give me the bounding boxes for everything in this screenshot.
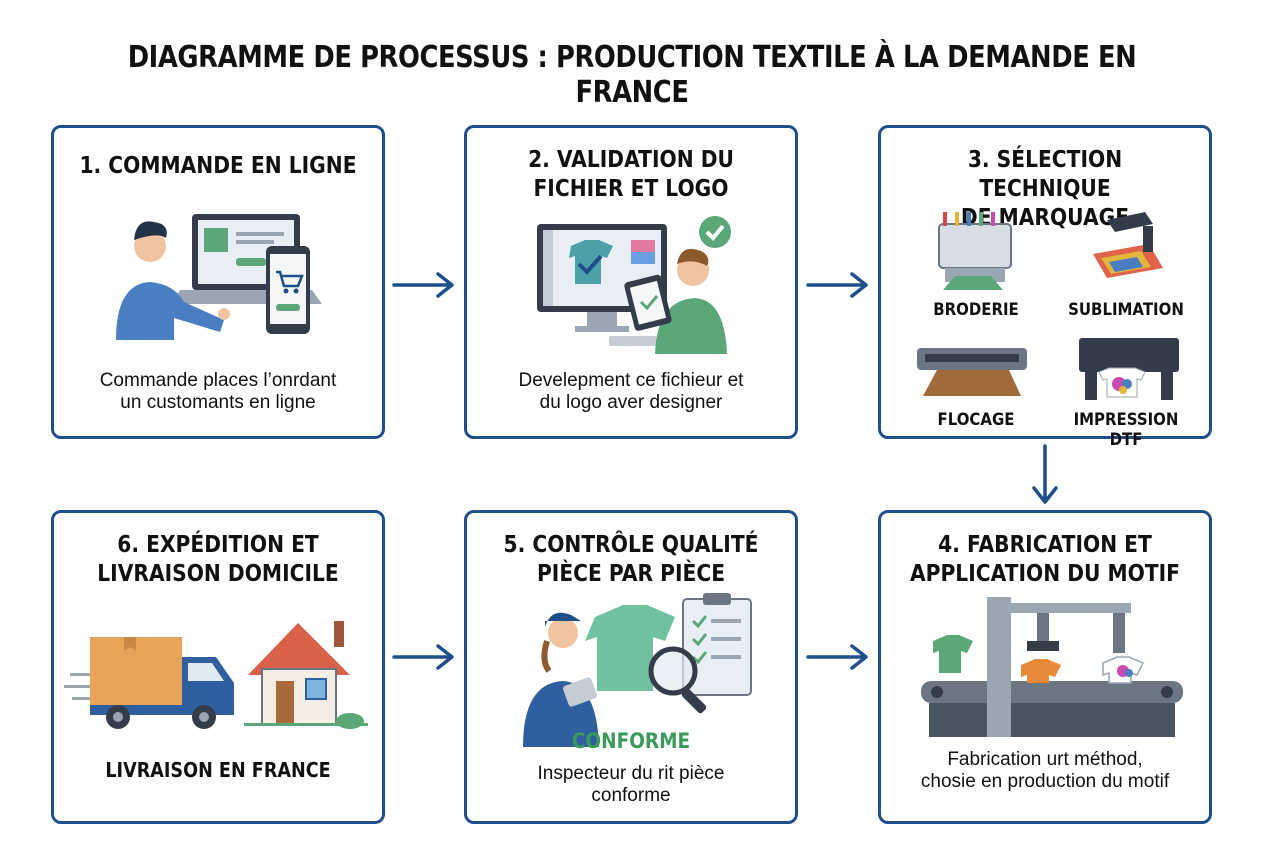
step-5-card: 5. CONTRÔLE QUALITÉ PIÈCE PAR PIÈCE CONF… <box>464 510 798 824</box>
step-2-title: 2. VALIDATION DU FICHIER ET LOGO <box>528 147 734 202</box>
step-6-description: LIVRAISON EN FRANCE <box>105 758 331 782</box>
step-1-title: 1. COMMANDE EN LIGNE <box>79 153 357 179</box>
delivery-truck-icon <box>64 621 368 729</box>
step-3-title: 3. SÉLECTION TECHNIQUE DE MARQUAGE <box>960 147 1130 231</box>
arrow-step-6-to-5 <box>392 644 454 670</box>
marking-techniques-icon <box>917 212 1179 400</box>
technique-sublimation: SUBLIMATION <box>1068 300 1184 320</box>
quality-inspection-icon <box>523 593 752 747</box>
step-3-card: 3. SÉLECTION TECHNIQUE DE MARQUAGE BRODE… <box>878 125 1212 450</box>
step-6-card: 6. EXPÉDITION ET LIVRAISON DOMICILE LIVR… <box>51 510 385 824</box>
technique-flocage: FLOCAGE <box>937 410 1015 430</box>
step-5-description: Inspecteur du rit pièce conforme <box>537 763 725 806</box>
step-4-card: 4. FABRICATION ET APPLICATION DU MOTIF F… <box>878 510 1212 824</box>
online-order-icon <box>116 214 322 340</box>
file-validation-icon <box>537 216 731 354</box>
arrow-step-1-to-2 <box>392 272 454 298</box>
step-1-card: 1. COMMANDE EN LIGNE Commande places l’o… <box>51 125 385 439</box>
arrow-step-2-to-3 <box>806 272 868 298</box>
step-4-title: 4. FABRICATION ET APPLICATION DU MOTIF <box>909 532 1181 587</box>
step-2-description: Develepment ce fichieur et du logo aver … <box>518 370 744 413</box>
step-6-title: 6. EXPÉDITION ET LIVRAISON DOMICILE <box>97 532 339 587</box>
arrow-step-3-to-4 <box>1032 444 1058 504</box>
step-2-card: 2. VALIDATION DU FICHIER ET LOGO Develep… <box>464 125 798 439</box>
step-4-description: Fabrication urt méthod, chosie en produc… <box>920 749 1170 792</box>
conforme-badge: CONFORME <box>571 729 691 753</box>
page-title: DIAGRAMME DE PROCESSUS : PRODUCTION TEXT… <box>127 40 1137 110</box>
technique-impression-dtf: IMPRESSION DTF <box>1073 410 1179 450</box>
step-5-title: 5. CONTRÔLE QUALITÉ PIÈCE PAR PIÈCE <box>503 532 759 587</box>
arrow-step-5-to-4 <box>806 644 868 670</box>
production-line-icon <box>921 597 1183 737</box>
technique-broderie: BRODERIE <box>933 300 1019 320</box>
step-1-description: Commande places l’onrdant un customants … <box>99 370 337 413</box>
